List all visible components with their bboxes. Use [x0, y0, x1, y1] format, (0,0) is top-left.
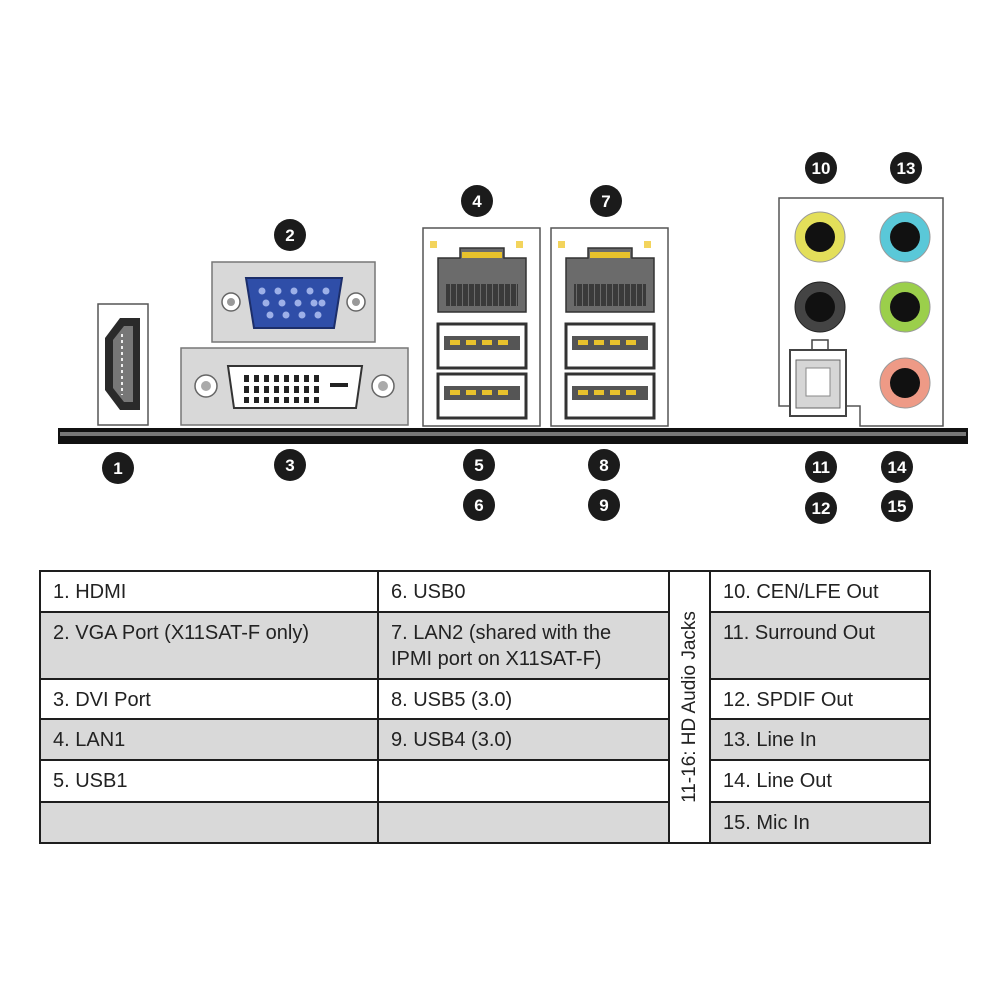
svg-text:13: 13: [897, 159, 916, 178]
audio-jacks-label-cell: 11-16: HD Audio Jacks: [668, 570, 711, 844]
svg-text:15: 15: [888, 497, 907, 516]
marker-14: 14: [881, 451, 913, 483]
legend-row: 1. HDMI 6. USB0 11-16: HD Audio Jacks 10…: [39, 570, 931, 844]
lan2-usb-stack: [550, 227, 669, 427]
marker-10: 10: [805, 152, 837, 184]
svg-text:11: 11: [812, 458, 830, 477]
svg-text:1: 1: [113, 459, 122, 478]
svg-text:6: 6: [474, 496, 483, 515]
port-legend-table: 1. HDMI 6. USB0 11-16: HD Audio Jacks 10…: [39, 570, 931, 844]
legend-cell: 9. USB4 (3.0): [377, 718, 670, 761]
legend-cell: [377, 801, 670, 844]
marker-15: 15: [881, 490, 913, 522]
svg-text:14: 14: [888, 458, 907, 477]
svg-text:4: 4: [472, 192, 482, 211]
svg-text:12: 12: [812, 499, 831, 518]
marker-6: 6: [463, 489, 495, 521]
marker-2: 2: [274, 219, 306, 251]
lan1-usb-stack: [422, 227, 541, 427]
legend-cell: 11. Surround Out: [709, 611, 931, 680]
legend-row: 4. LAN1 9. USB4 (3.0) 13. Line In: [39, 718, 931, 761]
legend-row: 15. Mic In: [39, 801, 931, 844]
svg-text:5: 5: [474, 456, 483, 475]
legend-cell: 13. Line In: [709, 718, 931, 761]
audio-jack-block: [778, 197, 944, 427]
legend-row: 3. DVI Port 8. USB5 (3.0) 12. SPDIF Out: [39, 678, 931, 720]
svg-text:2: 2: [285, 226, 294, 245]
marker-4: 4: [461, 185, 493, 217]
legend-cell: 7. LAN2 (shared with the IPMI port on X1…: [377, 611, 670, 680]
svg-text:3: 3: [285, 456, 294, 475]
hdmi-port: [97, 303, 149, 426]
legend-cell: 14. Line Out: [709, 759, 931, 803]
legend-cell: 12. SPDIF Out: [709, 678, 931, 720]
marker-3: 3: [274, 449, 306, 481]
vga-port: [211, 261, 376, 343]
marker-11: 11: [805, 451, 837, 483]
marker-9: 9: [588, 489, 620, 521]
legend-cell: 1. HDMI: [39, 570, 379, 613]
legend-cell: 6. USB0: [377, 570, 670, 613]
legend-cell: [377, 759, 670, 803]
marker-12: 12: [805, 492, 837, 524]
legend-row: 2. VGA Port (X11SAT-F only) 7. LAN2 (sha…: [39, 611, 931, 680]
legend-cell: 15. Mic In: [709, 801, 931, 844]
legend-cell: 3. DVI Port: [39, 678, 379, 720]
legend-cell: [39, 801, 379, 844]
legend-cell: 8. USB5 (3.0): [377, 678, 670, 720]
marker-8: 8: [588, 449, 620, 481]
marker-1: 1: [102, 452, 134, 484]
legend-row: 5. USB1 14. Line Out: [39, 759, 931, 803]
marker-5: 5: [463, 449, 495, 481]
legend-cell: 5. USB1: [39, 759, 379, 803]
io-panel-diagram: 1 2 3 4 5 6 7 8 9 10 11 12 13 14 15: [58, 152, 968, 524]
dvi-port: [180, 347, 409, 426]
legend-cell: 10. CEN/LFE Out: [709, 570, 931, 613]
legend-cell: 4. LAN1: [39, 718, 379, 761]
legend-cell: 2. VGA Port (X11SAT-F only): [39, 611, 379, 680]
marker-7: 7: [590, 185, 622, 217]
svg-text:8: 8: [599, 456, 608, 475]
audio-jacks-vertical-label: 11-16: HD Audio Jacks: [678, 611, 700, 803]
svg-text:7: 7: [601, 192, 610, 211]
svg-text:9: 9: [599, 496, 608, 515]
marker-13: 13: [890, 152, 922, 184]
svg-text:10: 10: [812, 159, 831, 178]
